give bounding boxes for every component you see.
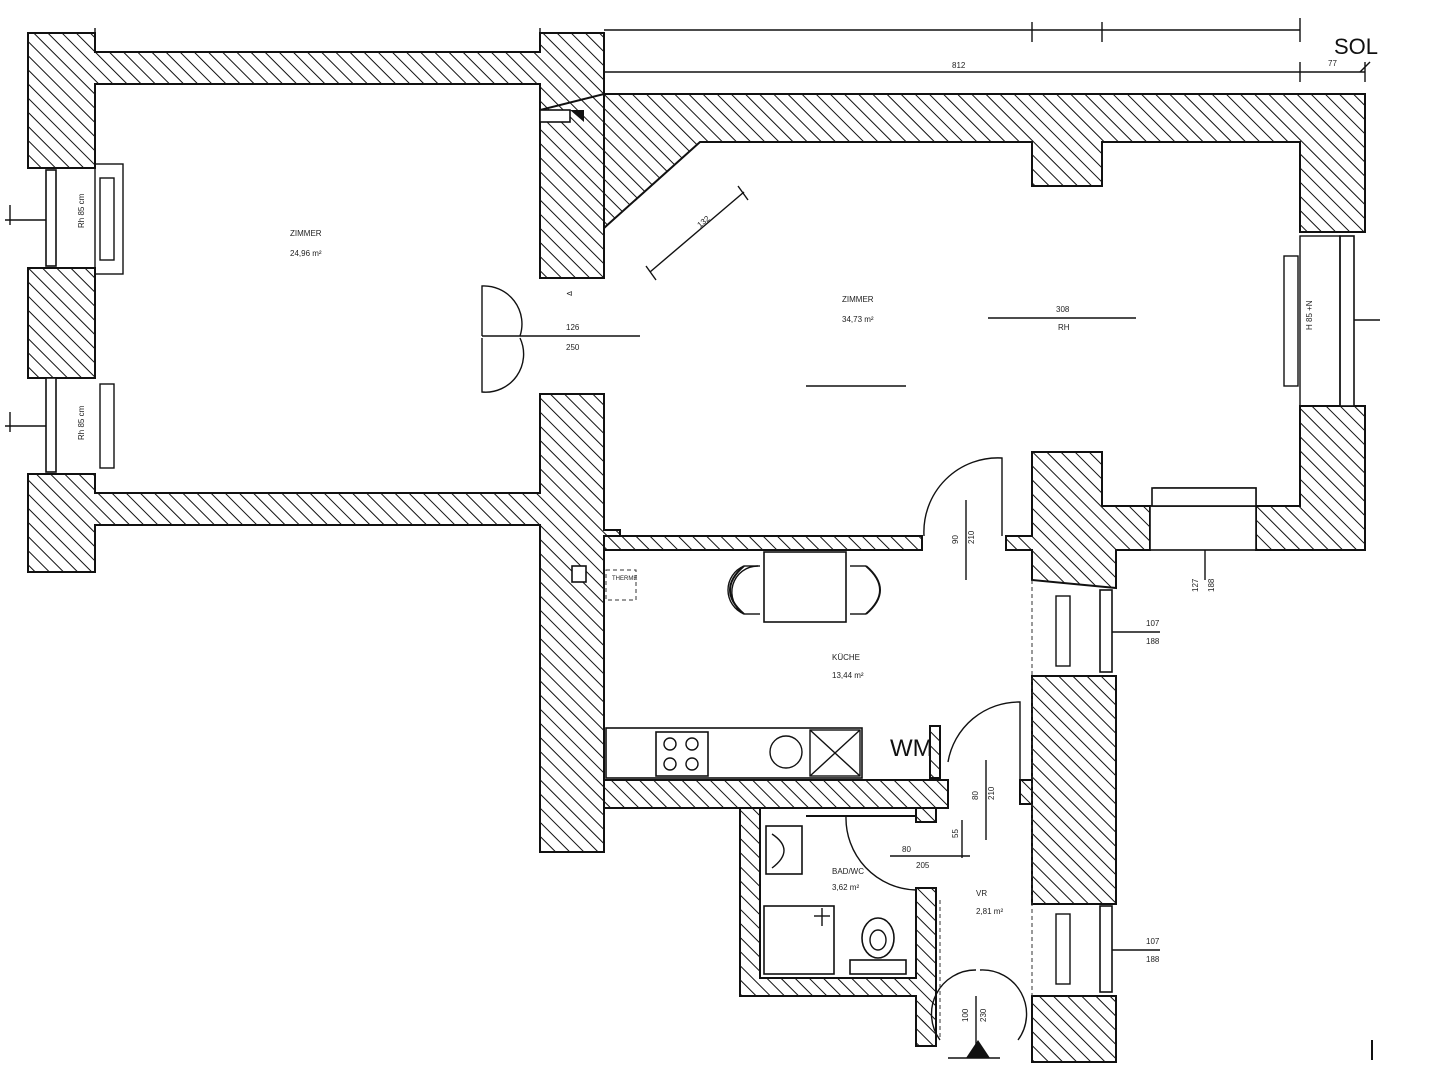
wall-left-pier bbox=[27, 267, 96, 379]
wall-right-lower bbox=[1255, 405, 1366, 551]
toilet-tank bbox=[849, 959, 907, 975]
room-labels: ZIMMER 24,96 m² ZIMMER 34,73 m² KÜCHE 13… bbox=[290, 229, 1003, 916]
wall-kitchen-bottom bbox=[603, 779, 949, 809]
toilet-bowl bbox=[861, 917, 895, 959]
therme bbox=[571, 565, 587, 583]
dim-door-kitchen-w: 90 bbox=[951, 535, 960, 544]
door-hall bbox=[947, 701, 1021, 780]
window-label-left-1: Rh 85 cm bbox=[77, 193, 86, 228]
dim-opening-top: 126 bbox=[566, 323, 580, 332]
radiator-top bbox=[1151, 487, 1257, 507]
doors bbox=[481, 285, 1028, 1059]
window-label-left-2: Rh 85 cm bbox=[77, 405, 86, 440]
wall-bath bbox=[739, 807, 937, 1047]
triangle-marker: ⊲ bbox=[566, 289, 573, 298]
wall-door-stub-2 bbox=[915, 807, 937, 823]
chair-left bbox=[727, 565, 759, 615]
furniture: THERME WM bbox=[539, 109, 1257, 975]
room-name-zimmer-right: ZIMMER bbox=[842, 295, 874, 304]
room-area-zimmer-left: 24,96 m² bbox=[290, 249, 322, 258]
room-name-zimmer-left: ZIMMER bbox=[290, 229, 322, 238]
dim-top-right: 77 bbox=[1328, 59, 1337, 68]
room-area-vorraum: 2,81 m² bbox=[976, 907, 1003, 916]
door-double-left-b bbox=[481, 337, 525, 393]
room-name-vorraum: VR bbox=[976, 889, 987, 898]
north-label: SOL bbox=[1334, 34, 1378, 59]
windows: Rh 85 cm Rh 85 cm H 85 +N bbox=[5, 163, 1380, 993]
dim-window-right-2b: 188 bbox=[1146, 955, 1160, 964]
dim-diagonal: 132 bbox=[696, 214, 712, 230]
room-area-zimmer-right: 34,73 m² bbox=[842, 315, 874, 324]
room-area-bad: 3,62 m² bbox=[832, 883, 859, 892]
door-bath bbox=[845, 815, 917, 891]
wall-door-stub bbox=[1019, 779, 1033, 805]
room-area-kueche: 13,44 m² bbox=[832, 671, 864, 680]
dimension-annotations: 132 308 RH 126 250 ⊲ 90 210 80 210 55 80… bbox=[566, 185, 1216, 1050]
wall-kitchen-top bbox=[603, 535, 923, 551]
dim-top-main: 812 bbox=[952, 61, 966, 70]
dim-bad-niche-h: 205 bbox=[916, 861, 930, 870]
dim-door-bad-h: 210 bbox=[987, 786, 996, 800]
room-name-bad: BAD/WC bbox=[832, 867, 864, 876]
kitchen-sink bbox=[769, 735, 803, 769]
wall-left-bottom bbox=[27, 393, 621, 853]
dim-door-kitchen-h: 210 bbox=[967, 530, 976, 544]
window-label-right-1: H 85 +N bbox=[1305, 300, 1314, 330]
therme-label: THERME bbox=[612, 576, 637, 582]
walls bbox=[27, 32, 1366, 1063]
room-name-kueche: KÜCHE bbox=[832, 653, 860, 662]
dim-opening-bottom: 250 bbox=[566, 343, 580, 352]
dim-bad-small: 55 bbox=[951, 829, 960, 838]
dim-rh-value: 308 bbox=[1056, 305, 1070, 314]
dim-window-right-1: 107 bbox=[1146, 619, 1160, 628]
wall-hall-block bbox=[1005, 451, 1151, 590]
dim-bad-niche: 80 bbox=[902, 845, 911, 854]
wall-right-top bbox=[603, 93, 1366, 233]
dim-entry-w: 100 bbox=[961, 1008, 970, 1022]
dim-window-right-1b: 188 bbox=[1146, 637, 1160, 646]
wall-hall-pier bbox=[1031, 675, 1117, 905]
wall-washer-stub bbox=[929, 725, 941, 779]
door-entry-right bbox=[979, 969, 1028, 1041]
washer-label: WM bbox=[890, 735, 933, 762]
dim-rh-label: RH bbox=[1058, 323, 1070, 332]
stove bbox=[655, 731, 709, 777]
door-double-left bbox=[481, 285, 523, 337]
entry-arrow-icon bbox=[966, 1040, 990, 1058]
dim-window-bottom-right: 127 bbox=[1191, 578, 1200, 592]
kitchen-counter bbox=[605, 727, 863, 779]
wall-hall-bottom bbox=[1031, 995, 1117, 1063]
dim-window-bottom-right-b: 188 bbox=[1207, 578, 1216, 592]
dim-door-bad-w: 80 bbox=[971, 791, 980, 800]
dim-entry-h: 230 bbox=[979, 1008, 988, 1022]
dim-window-right-2: 107 bbox=[1146, 937, 1160, 946]
door-kitchen bbox=[923, 457, 1003, 537]
wall-left-top bbox=[27, 32, 605, 169]
door-entry-left bbox=[930, 969, 977, 1041]
dining-table bbox=[763, 551, 847, 623]
